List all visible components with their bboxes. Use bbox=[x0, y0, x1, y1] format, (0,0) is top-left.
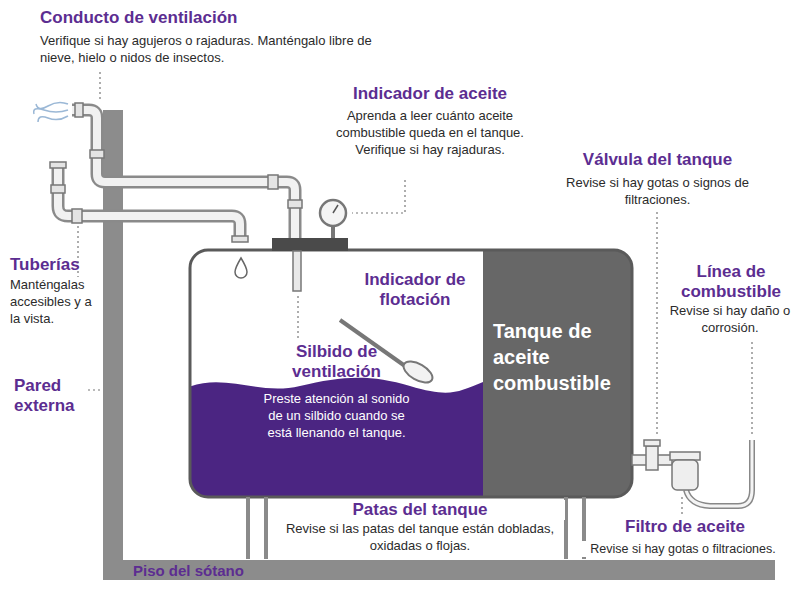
pipe-joints bbox=[50, 103, 302, 242]
vent-whistle bbox=[293, 251, 301, 291]
leader-lines bbox=[681, 497, 682, 515]
tank-valve bbox=[646, 446, 658, 470]
callout-title: Indicador de aceite bbox=[320, 84, 540, 104]
callout-note: Manténgalas accesibles y a la vista. bbox=[10, 277, 100, 328]
callout-title: Patas del tanque bbox=[275, 500, 565, 520]
vent-whistle bbox=[293, 251, 301, 291]
float-gauge bbox=[400, 357, 436, 387]
oil-gauge bbox=[320, 200, 346, 238]
tank-body bbox=[483, 250, 632, 497]
leader-lines bbox=[88, 389, 100, 390]
tank-body bbox=[190, 378, 483, 497]
tank-legs bbox=[246, 497, 250, 559]
callout-note: Aprenda a leer cuánto aceite combustible… bbox=[320, 108, 540, 159]
tank-label-area: Tanque de aceite combustible bbox=[485, 252, 630, 495]
oil-filter bbox=[670, 452, 700, 460]
leader-lines bbox=[656, 212, 657, 436]
air-flow bbox=[38, 116, 68, 122]
pipe-joints bbox=[50, 162, 66, 168]
callout-title: Válvula del tanque bbox=[565, 150, 750, 170]
callout-title: Línea de combustible bbox=[668, 262, 794, 303]
air-flow bbox=[34, 102, 68, 122]
air-flow bbox=[34, 109, 68, 114]
pipes bbox=[58, 110, 295, 240]
oil-gauge bbox=[331, 226, 335, 238]
oil-filter bbox=[672, 460, 698, 490]
callout-note: Revise si hay gotas o filtraciones. bbox=[572, 541, 794, 557]
oil-gauge bbox=[333, 205, 338, 213]
callout-title: Indicador de flotación bbox=[350, 270, 480, 311]
oil-gauge bbox=[320, 200, 346, 226]
tank-body bbox=[190, 250, 632, 497]
pipe-joints bbox=[232, 236, 248, 242]
pipe-joints bbox=[268, 175, 278, 189]
liquid-area: Silbido de ventilaciónPreste atención al… bbox=[192, 342, 481, 495]
tank-body bbox=[186, 238, 633, 500]
drop bbox=[235, 258, 247, 278]
callout-title: Filtro de aceite bbox=[590, 517, 780, 537]
tank-body bbox=[272, 238, 348, 251]
callout-note: Verifique si hay agujeros o rajaduras. M… bbox=[40, 33, 380, 67]
leader-lines bbox=[99, 72, 100, 100]
callout-title: Piso del sótano bbox=[133, 561, 333, 581]
callout-note: Revise si las patas del tanque están dob… bbox=[280, 521, 560, 555]
callout-title: Pared externa bbox=[14, 376, 100, 417]
pipes bbox=[58, 168, 240, 240]
tank-valve bbox=[644, 440, 660, 446]
tank-legs bbox=[264, 497, 268, 559]
leader-lines bbox=[751, 342, 752, 436]
callout-title: Conducto de ventilación bbox=[40, 8, 400, 28]
air-flow bbox=[36, 102, 68, 108]
tank-legs bbox=[248, 497, 584, 559]
callout-note: Revise si hay gotas o signos de filtraci… bbox=[565, 175, 750, 209]
pipe-joints bbox=[288, 200, 302, 208]
wall bbox=[103, 560, 775, 580]
tank-valve bbox=[632, 440, 672, 470]
callout-title: Tuberías bbox=[10, 255, 100, 275]
pipes bbox=[58, 168, 240, 240]
node-text: Preste atención al sonido de un silbido … bbox=[257, 391, 417, 442]
leader-lines bbox=[297, 296, 298, 340]
pipe-joints bbox=[51, 185, 65, 193]
oil-filter bbox=[670, 452, 700, 490]
drop bbox=[235, 258, 247, 278]
leader-lines bbox=[78, 72, 752, 515]
callout-note: Revise si hay daño o corrosión. bbox=[663, 303, 797, 337]
node-title: Silbido de ventilación bbox=[262, 342, 412, 383]
node-title: Tanque de aceite combustible bbox=[493, 318, 624, 396]
pipe-joints bbox=[72, 209, 82, 223]
pipe-joints bbox=[90, 150, 104, 158]
pipe-joints bbox=[75, 103, 83, 117]
leader-lines bbox=[352, 180, 405, 213]
tank-body bbox=[190, 250, 632, 497]
